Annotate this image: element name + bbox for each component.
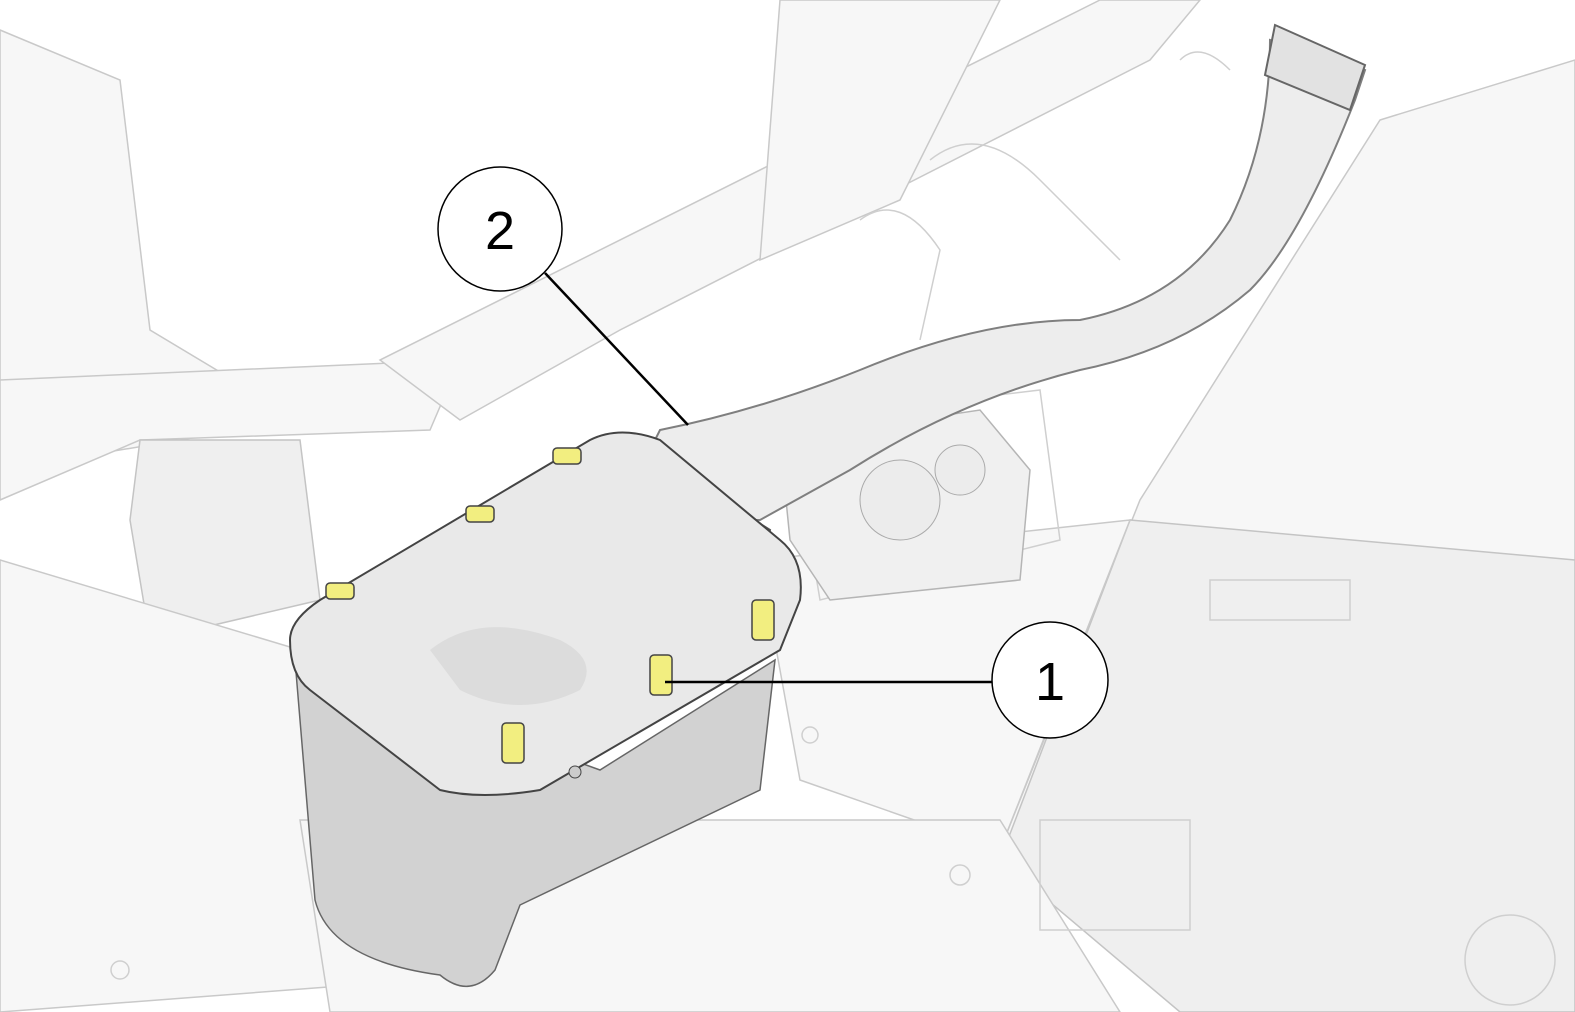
callout-2: 2 — [437, 166, 689, 426]
clip — [501, 722, 525, 764]
callout-label-1: 1 — [1035, 652, 1065, 712]
airbox — [288, 431, 802, 988]
airbox-clips — [325, 447, 775, 764]
clip — [751, 599, 775, 641]
clip — [465, 505, 495, 523]
clip — [325, 582, 355, 600]
callout-label-2: 2 — [485, 201, 515, 261]
clip — [649, 654, 673, 696]
callout-1: 1 — [665, 621, 1109, 739]
clip — [552, 447, 582, 465]
